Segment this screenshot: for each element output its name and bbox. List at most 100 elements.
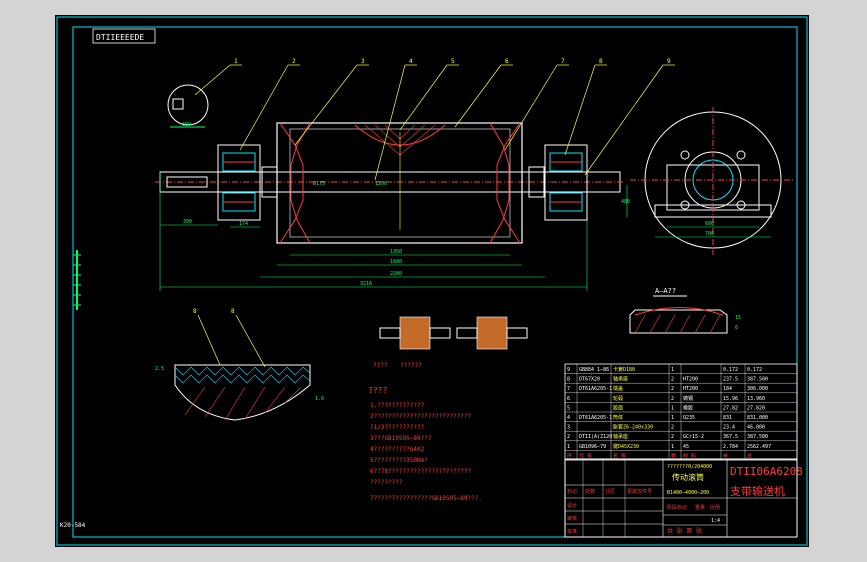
note-1: 1.????????????? — [370, 402, 425, 409]
bom-cell: HT200 — [683, 377, 698, 383]
note-2: 2??????????????????????????? — [370, 413, 472, 420]
dim-drum-dia: 1200 — [375, 181, 387, 187]
dim-bearing: 174 — [239, 221, 248, 227]
tb-check: 审核 — [567, 515, 577, 522]
dimension-lines — [159, 172, 588, 291]
balloon-1: 1 — [234, 58, 238, 65]
bom-cell: 2 — [671, 434, 674, 440]
bom-cell: 2 — [671, 386, 674, 392]
bom-cell: 1 — [671, 444, 674, 450]
part-balloons: 1 2 3 4 5 6 7 8 9 — [194, 58, 675, 181]
balloon-6: 6 — [505, 58, 509, 65]
bom-cell: 1 — [671, 415, 674, 421]
bom-header-cell: 序 — [567, 452, 572, 459]
lagging-samples: ???? ?????? — [373, 316, 528, 369]
bom-cell: DT61A6205-1 — [579, 415, 612, 421]
bom-cell: 轴承座 — [613, 433, 628, 440]
pulley-assembly: 390 174 1350 1600 2200 3216 Ø175 1200 — [155, 122, 625, 291]
corner-code: K20-584 — [60, 522, 86, 529]
bom-cell: 367.5 — [723, 434, 738, 440]
bom-cell: 5 — [567, 405, 570, 411]
bom-header-cell: 单 — [723, 452, 728, 459]
bom-cell: 橡胶 — [683, 404, 693, 411]
bom-cell: 306.000 — [747, 386, 768, 392]
bom-header-cell: 代 号 — [579, 452, 592, 459]
bom-cell: 46.800 — [747, 425, 765, 431]
bom-cell: 2 — [567, 434, 570, 440]
bom-cell: 6 — [567, 396, 570, 402]
bom-cell: DT67X20 — [579, 377, 600, 383]
drawing-border — [72, 26, 798, 538]
bom-cell: 8 — [567, 377, 570, 383]
detail-circle: 390 — [167, 84, 209, 128]
dim-sec-b: 6 — [735, 325, 738, 331]
bom-cell: 卡簧D180 — [613, 366, 635, 373]
balloon-9: 9 — [667, 58, 671, 65]
note-9: 7????????????????GB10595—89???. — [370, 495, 482, 502]
stamp-box — [92, 28, 156, 44]
technical-notes: ???? 1.????????????? 2??????????????????… — [368, 386, 482, 502]
bom-cell: 键D45X230 — [613, 443, 639, 450]
stamp-text: DTIIEEEEDE — [96, 33, 144, 42]
lagging-caption-a: ???? — [373, 362, 388, 369]
dim-overall: 3216 — [360, 281, 372, 287]
dim-end-width: 600 — [705, 221, 714, 227]
bom-cell: 15.96 — [723, 396, 738, 402]
note-7: 6??78??????????????????????? — [370, 468, 472, 475]
lagging-balloon-a: 8 — [193, 308, 197, 315]
bom-cell: 387.500 — [747, 377, 768, 383]
right-bearing-housing — [528, 144, 588, 221]
note-6: 5?????????350Nm? — [370, 457, 428, 464]
bom-cell: 27.82 — [723, 405, 738, 411]
note-3: ?1/3??????????? — [370, 424, 425, 431]
bom-cell: 铸钢 — [683, 395, 693, 402]
bom-header-cell: 名 称 — [613, 452, 626, 459]
bom-cell: 轴承座 — [613, 376, 628, 383]
right-hub — [489, 122, 521, 244]
key-slot — [166, 176, 208, 188]
part-name: 传动滚筒 — [672, 472, 704, 482]
end-view: 600 700 480 — [621, 107, 795, 255]
bom-cell: 2 — [671, 377, 674, 383]
bom-cell: GCr15-2 — [683, 434, 704, 440]
bom-header-cell: 材 料 — [683, 452, 696, 459]
section-label: A—A?? — [655, 287, 676, 295]
bom-cell: 筒体 — [613, 414, 623, 421]
bom-cell: 胀套Z6-240x330 — [613, 424, 653, 431]
bom-cell: 237.5 — [723, 377, 738, 383]
dim-end-height: 480 — [621, 199, 630, 205]
lagging-caption-b: ?????? — [400, 362, 422, 369]
balloon-2: 2 — [292, 58, 296, 65]
note-4: 3???GB10595—89??? — [370, 435, 432, 442]
bom-cell: 1 — [671, 367, 674, 373]
weight-label: 重量 — [695, 504, 705, 511]
lagging-hatch — [364, 124, 436, 156]
product-name: 支带输送机 — [730, 484, 785, 498]
dim-inner: 1350 — [390, 249, 402, 255]
bom-cell: Q235 — [683, 415, 695, 421]
bom-cell: 831 — [723, 415, 732, 421]
bom-cell: HT200 — [683, 386, 698, 392]
tb-design: 设计 — [567, 502, 577, 509]
bom-cell: 4 — [567, 415, 570, 421]
bom-cell: 27.820 — [747, 405, 765, 411]
bom-header-cell: 数 — [671, 452, 676, 459]
bom-cell: 轮毂 — [613, 395, 623, 402]
bom-cell: DTII(A)Z120 — [579, 434, 612, 440]
bom-cell: 45 — [683, 444, 689, 450]
tb-approve: 批准 — [567, 528, 577, 535]
balloon-8: 8 — [599, 58, 603, 65]
bom-cell: 23.4 — [723, 425, 735, 431]
bom-cell: 2.784 — [723, 444, 738, 450]
sheet-label: 共 张 第 张 — [667, 527, 702, 535]
bom-cell: 1 — [671, 405, 674, 411]
dim-end-base: 700 — [705, 231, 714, 237]
bom-cell: 0.172 — [723, 367, 738, 373]
outer-frame — [56, 16, 808, 546]
spec-b: B1400—4000—200 — [667, 490, 709, 496]
dim-sec-a: 15 — [735, 315, 741, 321]
bom-cell: 2 — [671, 425, 674, 431]
lagging-balloon-b: 8 — [231, 308, 235, 315]
balloon-5: 5 — [451, 58, 455, 65]
